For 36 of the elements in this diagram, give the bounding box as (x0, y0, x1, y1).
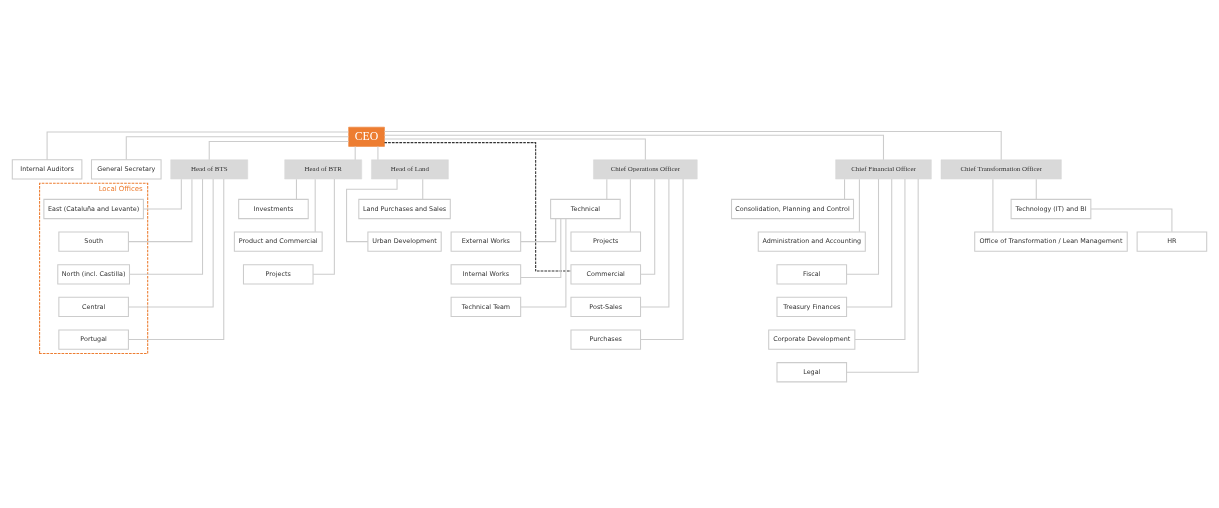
connector (128, 178, 214, 307)
connector (844, 178, 846, 200)
connector (422, 178, 424, 200)
connector (383, 134, 884, 160)
connector (312, 178, 335, 275)
connector (295, 178, 297, 200)
connector (354, 145, 356, 160)
connector (127, 178, 193, 242)
connector (314, 178, 316, 232)
connector (854, 178, 906, 340)
connector (858, 178, 860, 232)
node-box: CEO (348, 126, 385, 147)
connector (46, 130, 349, 160)
connector (846, 178, 880, 275)
connector (1090, 207, 1173, 232)
connector (520, 217, 557, 242)
connector (640, 178, 684, 340)
connector (846, 178, 919, 373)
connector (208, 140, 350, 160)
connector (640, 178, 656, 275)
connector (629, 178, 631, 232)
connector (384, 137, 646, 160)
connector (127, 178, 225, 340)
connector (1035, 178, 1037, 200)
connector (346, 178, 398, 242)
connector (606, 178, 608, 200)
connector (520, 217, 567, 307)
connector (143, 178, 182, 210)
connector (992, 178, 994, 232)
connector (640, 178, 670, 307)
connector (384, 130, 1002, 160)
connector (129, 178, 204, 275)
connector (383, 141, 572, 272)
connector (846, 178, 893, 307)
connector (520, 217, 562, 278)
connector (125, 135, 350, 160)
